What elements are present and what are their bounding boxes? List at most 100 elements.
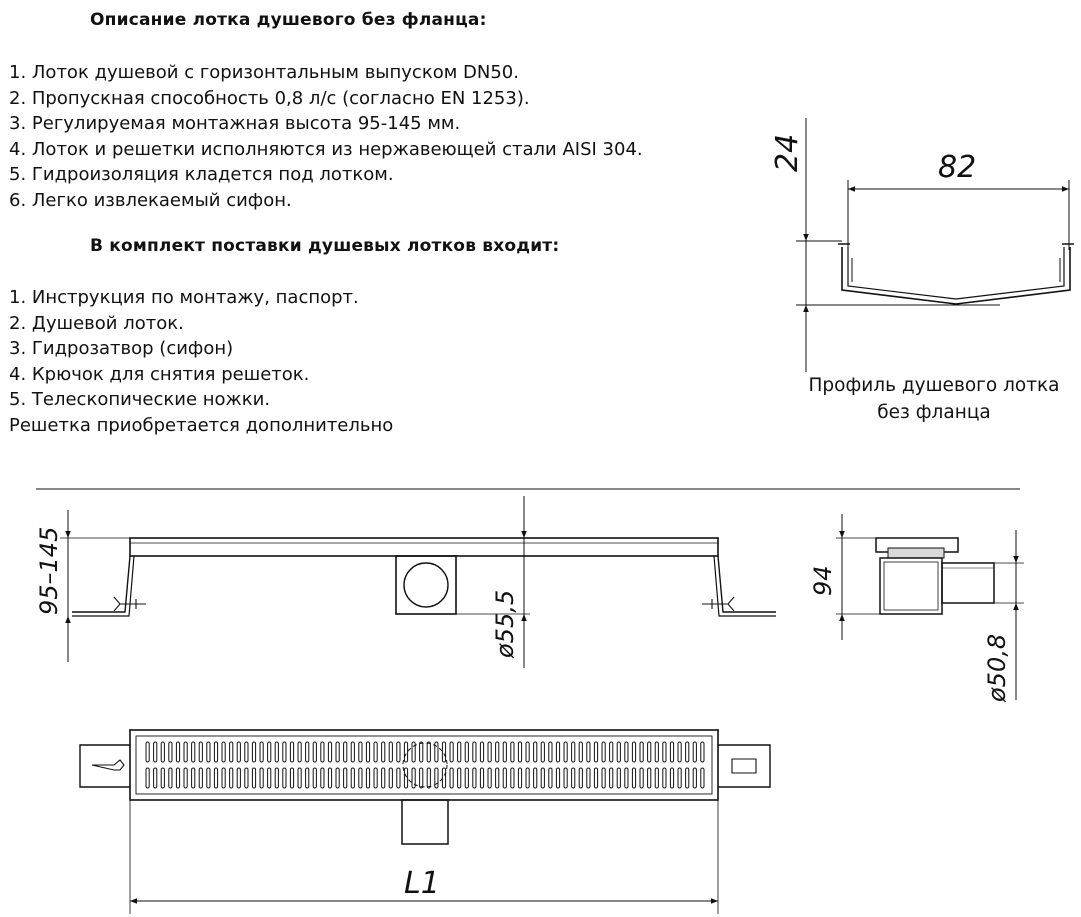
grate-slot — [289, 741, 295, 763]
grate-slot — [160, 741, 165, 763]
grate-slot — [441, 767, 447, 789]
grate-slot — [609, 741, 614, 763]
grate-slot — [305, 767, 310, 789]
grate-slot — [578, 767, 583, 789]
grate-slot — [563, 741, 568, 763]
grate-slot — [555, 767, 561, 789]
grate-slot — [472, 741, 477, 763]
grate-slot — [449, 741, 454, 763]
grate-slot — [487, 767, 492, 789]
grate-slot — [662, 741, 667, 763]
grate-slot — [434, 767, 439, 789]
grate-slot — [153, 767, 158, 789]
grate-slot — [160, 767, 165, 789]
grate-slot — [183, 741, 188, 763]
grate-slot — [487, 741, 492, 763]
grate-slot — [221, 741, 226, 763]
dim-text-height: 95–145 — [35, 527, 63, 615]
grate-slot — [426, 741, 431, 763]
hidden-outlet-circle — [402, 742, 448, 788]
grate-slot — [175, 767, 181, 789]
grate-slot — [327, 767, 333, 789]
grate-slot — [472, 767, 477, 789]
grate-slot — [403, 767, 409, 789]
grate-slot — [525, 741, 530, 763]
grate-frame — [135, 735, 713, 795]
grate-slot — [350, 767, 355, 789]
grate-slot — [540, 767, 545, 789]
description-list: 1. Лоток душевой с горизонтальным выпуск… — [9, 60, 643, 214]
dim-text-height: 24 — [770, 134, 805, 172]
top-outlet — [401, 799, 449, 845]
grate-slot — [244, 767, 249, 789]
grate-slot — [381, 741, 386, 763]
grate-slot — [282, 767, 287, 789]
grate-slot — [229, 741, 234, 763]
dim-text-width: 82 — [938, 150, 976, 185]
dim-text-length: L1 — [404, 866, 440, 901]
grate-slot — [213, 767, 219, 789]
grate-slot — [168, 767, 173, 789]
grate-slot — [502, 767, 507, 789]
dim-text-diameter: ø50,8 — [983, 634, 1011, 703]
grate-slot — [669, 767, 675, 789]
list-item: 4. Лоток и решетки исполняются из нержав… — [9, 138, 643, 160]
grate-slot — [685, 741, 690, 763]
grate-slot — [305, 741, 310, 763]
grate-slot — [426, 767, 431, 789]
grate-slot — [183, 767, 188, 789]
grate-slot — [631, 741, 637, 763]
grate-slot — [206, 767, 211, 789]
grate-slot — [555, 741, 561, 763]
left-leg-screw — [113, 596, 146, 612]
list-item: 5. Гидроизоляция кладется под лотком. — [9, 164, 394, 186]
grate-slot — [373, 741, 378, 763]
grate-slot — [168, 741, 173, 763]
channel-outline — [841, 247, 1071, 305]
grate-slot — [289, 767, 295, 789]
outlet-housing — [395, 555, 457, 615]
grate-slot — [624, 767, 629, 789]
grate-slot — [274, 767, 279, 789]
grate-slot — [616, 767, 621, 789]
grate-slot — [335, 741, 340, 763]
grate-slot — [206, 741, 211, 763]
grate-slot — [343, 741, 348, 763]
list-item: 2. Душевой лоток. — [9, 312, 184, 334]
grate-support — [851, 258, 1061, 282]
grate-slot — [312, 767, 317, 789]
grate-slot — [396, 767, 401, 789]
right-leg-screw — [702, 596, 735, 612]
grate-slot — [282, 741, 287, 763]
grate-slot — [236, 741, 241, 763]
side-view-drawing: 95–145 ø55,5 — [35, 488, 1020, 668]
grate-slot — [350, 741, 355, 763]
list-item: 1. Инструкция по монтажу, паспорт. — [9, 287, 359, 308]
grate-slot — [365, 741, 371, 763]
grate-slot — [251, 767, 257, 789]
grate-slot — [457, 767, 462, 789]
grate-slot — [464, 741, 469, 763]
grate-slot — [358, 741, 363, 763]
grate-slot — [191, 741, 196, 763]
grate-slot — [388, 741, 393, 763]
grate-slot — [517, 767, 523, 789]
grate-slot — [320, 767, 325, 789]
siphon-grate — [887, 547, 945, 559]
grate-slot — [236, 767, 241, 789]
dim-text-diameter: ø55,5 — [491, 590, 519, 659]
grate-slot — [145, 741, 150, 763]
profile-drawing: 82 24 — [770, 118, 1074, 372]
grate-slot — [631, 767, 637, 789]
grate-slot — [593, 741, 599, 763]
grate-slot — [213, 741, 219, 763]
grate-slot — [267, 741, 272, 763]
grate-slot — [647, 767, 652, 789]
grate-slot — [403, 741, 409, 763]
grate-slot — [381, 767, 386, 789]
dim-text-height: 94 — [809, 565, 837, 596]
right-leg — [717, 555, 776, 613]
grate-slot — [479, 767, 485, 789]
package-heading: В комплект поставки душевых лотков входи… — [90, 236, 560, 256]
